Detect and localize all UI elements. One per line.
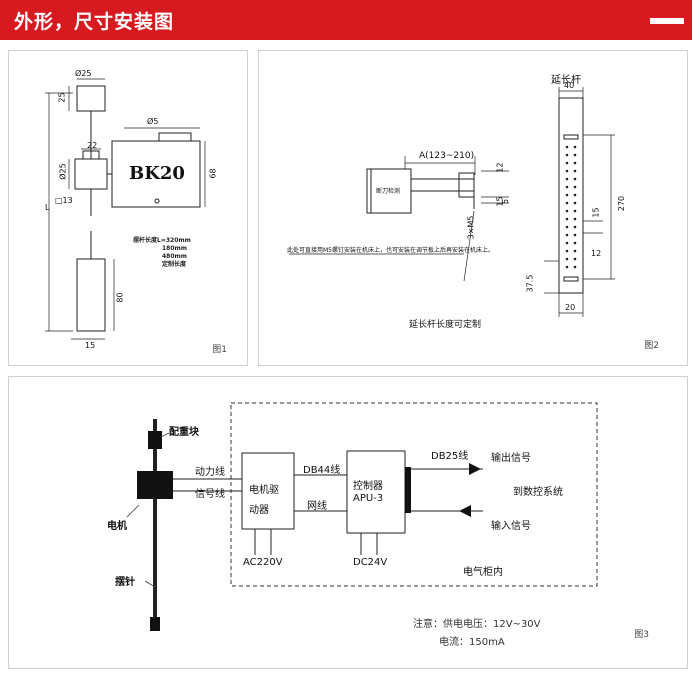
motor-block <box>137 471 173 499</box>
sensor-box <box>111 140 201 208</box>
collar <box>74 158 108 190</box>
controller-label-1: 控制器 <box>353 481 383 492</box>
section-title: 外形，尺寸安装图 <box>14 11 175 33</box>
pendulum-label: 摆针 <box>115 577 135 588</box>
output-signal-label: 输出信号 <box>491 453 531 464</box>
output-arrow <box>469 463 481 475</box>
dim-top-diameter: Ø25 <box>75 69 92 78</box>
dim-rod-length: 270 <box>617 195 627 212</box>
db25-connector <box>405 467 411 513</box>
rod-holes <box>565 145 577 269</box>
length-notes: 摆杆长度L=320mm 180mm 480mm 定制长度 <box>133 237 191 269</box>
dim-length: L <box>45 203 50 212</box>
dim-rod-width: 40 <box>564 81 575 90</box>
section-header: 外形，尺寸安装图 <box>0 0 692 40</box>
dim-square: □13 <box>55 196 73 205</box>
counterweight <box>148 431 162 449</box>
figure-1-label: 图1 <box>212 345 227 355</box>
header-bar-decoration <box>650 18 684 24</box>
driver-label-2: 动器 <box>249 505 269 516</box>
dim-bottom-offset: 37.5 <box>525 274 535 293</box>
network-cable-label: 网线 <box>307 501 327 512</box>
dim-A: A(123~210) <box>419 151 475 161</box>
input-signal-label: 输入信号 <box>491 521 531 532</box>
figure-3-label: 图3 <box>634 630 649 640</box>
dim-12: 12 <box>495 162 505 173</box>
pendulum-bar <box>76 258 106 332</box>
dim-hole-12: 12 <box>591 249 602 258</box>
dim-collar-diameter: Ø25 <box>58 163 68 180</box>
cabinet-label: 电气柜内 <box>463 567 503 578</box>
cabinet-outline <box>230 402 598 587</box>
length-note: 180mm <box>162 245 188 252</box>
dim-3xM5: 3×M5 <box>466 215 476 240</box>
mounting-note: 此处可直接用M5螺钉安装在机床上，也可安装在调节板上后再安装在机床上。 <box>287 247 494 254</box>
driver-label-1: 电机驱 <box>249 485 279 496</box>
figure-2-panel: 断刀检测 A(123~210) 12 15 5 3×M5 此处可直接用M5螺钉安… <box>258 50 688 366</box>
dim-hole-pitch: 15 <box>591 207 601 218</box>
dim-box-height: 68 <box>208 168 218 179</box>
rod-title: 延长杆 <box>551 75 581 86</box>
figure-1-drawing <box>45 78 206 340</box>
db25-label: DB25线 <box>431 451 469 462</box>
dim-bottom-width: 20 <box>565 303 576 312</box>
to-cnc-label: 到数控系统 <box>513 487 563 498</box>
rod-caption: 延长杆长度可定制 <box>409 320 482 330</box>
dim-box-width: Ø5 <box>147 117 159 126</box>
figure-2-drawing <box>289 87 615 317</box>
dim-5: 5 <box>501 198 511 205</box>
figure-1-panel: Ø25 25 Ø5 22 Ø25 □13 68 L 80 15 BK20 摆杆长… <box>8 50 248 366</box>
dim-collar-width: 22 <box>87 141 98 150</box>
length-note: 定制长度 <box>162 261 187 268</box>
ac-label: AC220V <box>243 557 283 568</box>
extension-rod <box>558 97 584 294</box>
box-model-text: BK20 <box>129 163 185 184</box>
top-cylinder <box>76 85 106 112</box>
counterweight-label: 配重块 <box>169 427 199 438</box>
dim-pendulum-width: 15 <box>85 341 96 350</box>
figure-3-diagram <box>126 402 598 631</box>
dc-label: DC24V <box>353 557 388 568</box>
voltage-note: 注意：供电电压：12V~30V <box>413 619 541 630</box>
power-line-label: 动力线 <box>195 467 225 478</box>
motor-label: 电机 <box>107 521 127 532</box>
motor-driver-box <box>241 452 295 530</box>
controller-label-2: APU-3 <box>353 493 384 504</box>
device-label: 断刀检测 <box>376 188 401 195</box>
length-note: 摆杆长度L=320mm <box>133 237 191 244</box>
figure-3-panel: 配重块 电机 摆针 动力线 信号线 电机驱 动器 DB44线 网线 控制器 AP… <box>8 376 688 669</box>
signal-line-label: 信号线 <box>195 489 225 500</box>
dim-pendulum-height: 80 <box>115 292 125 303</box>
db44-label: DB44线 <box>303 465 341 476</box>
figure-2-label: 图2 <box>644 341 659 351</box>
length-note: 480mm <box>162 253 188 260</box>
dim-top-height: 25 <box>57 92 67 103</box>
controller-box <box>346 450 406 534</box>
input-arrow <box>459 505 471 517</box>
current-note: 电流：150mA <box>439 637 505 648</box>
